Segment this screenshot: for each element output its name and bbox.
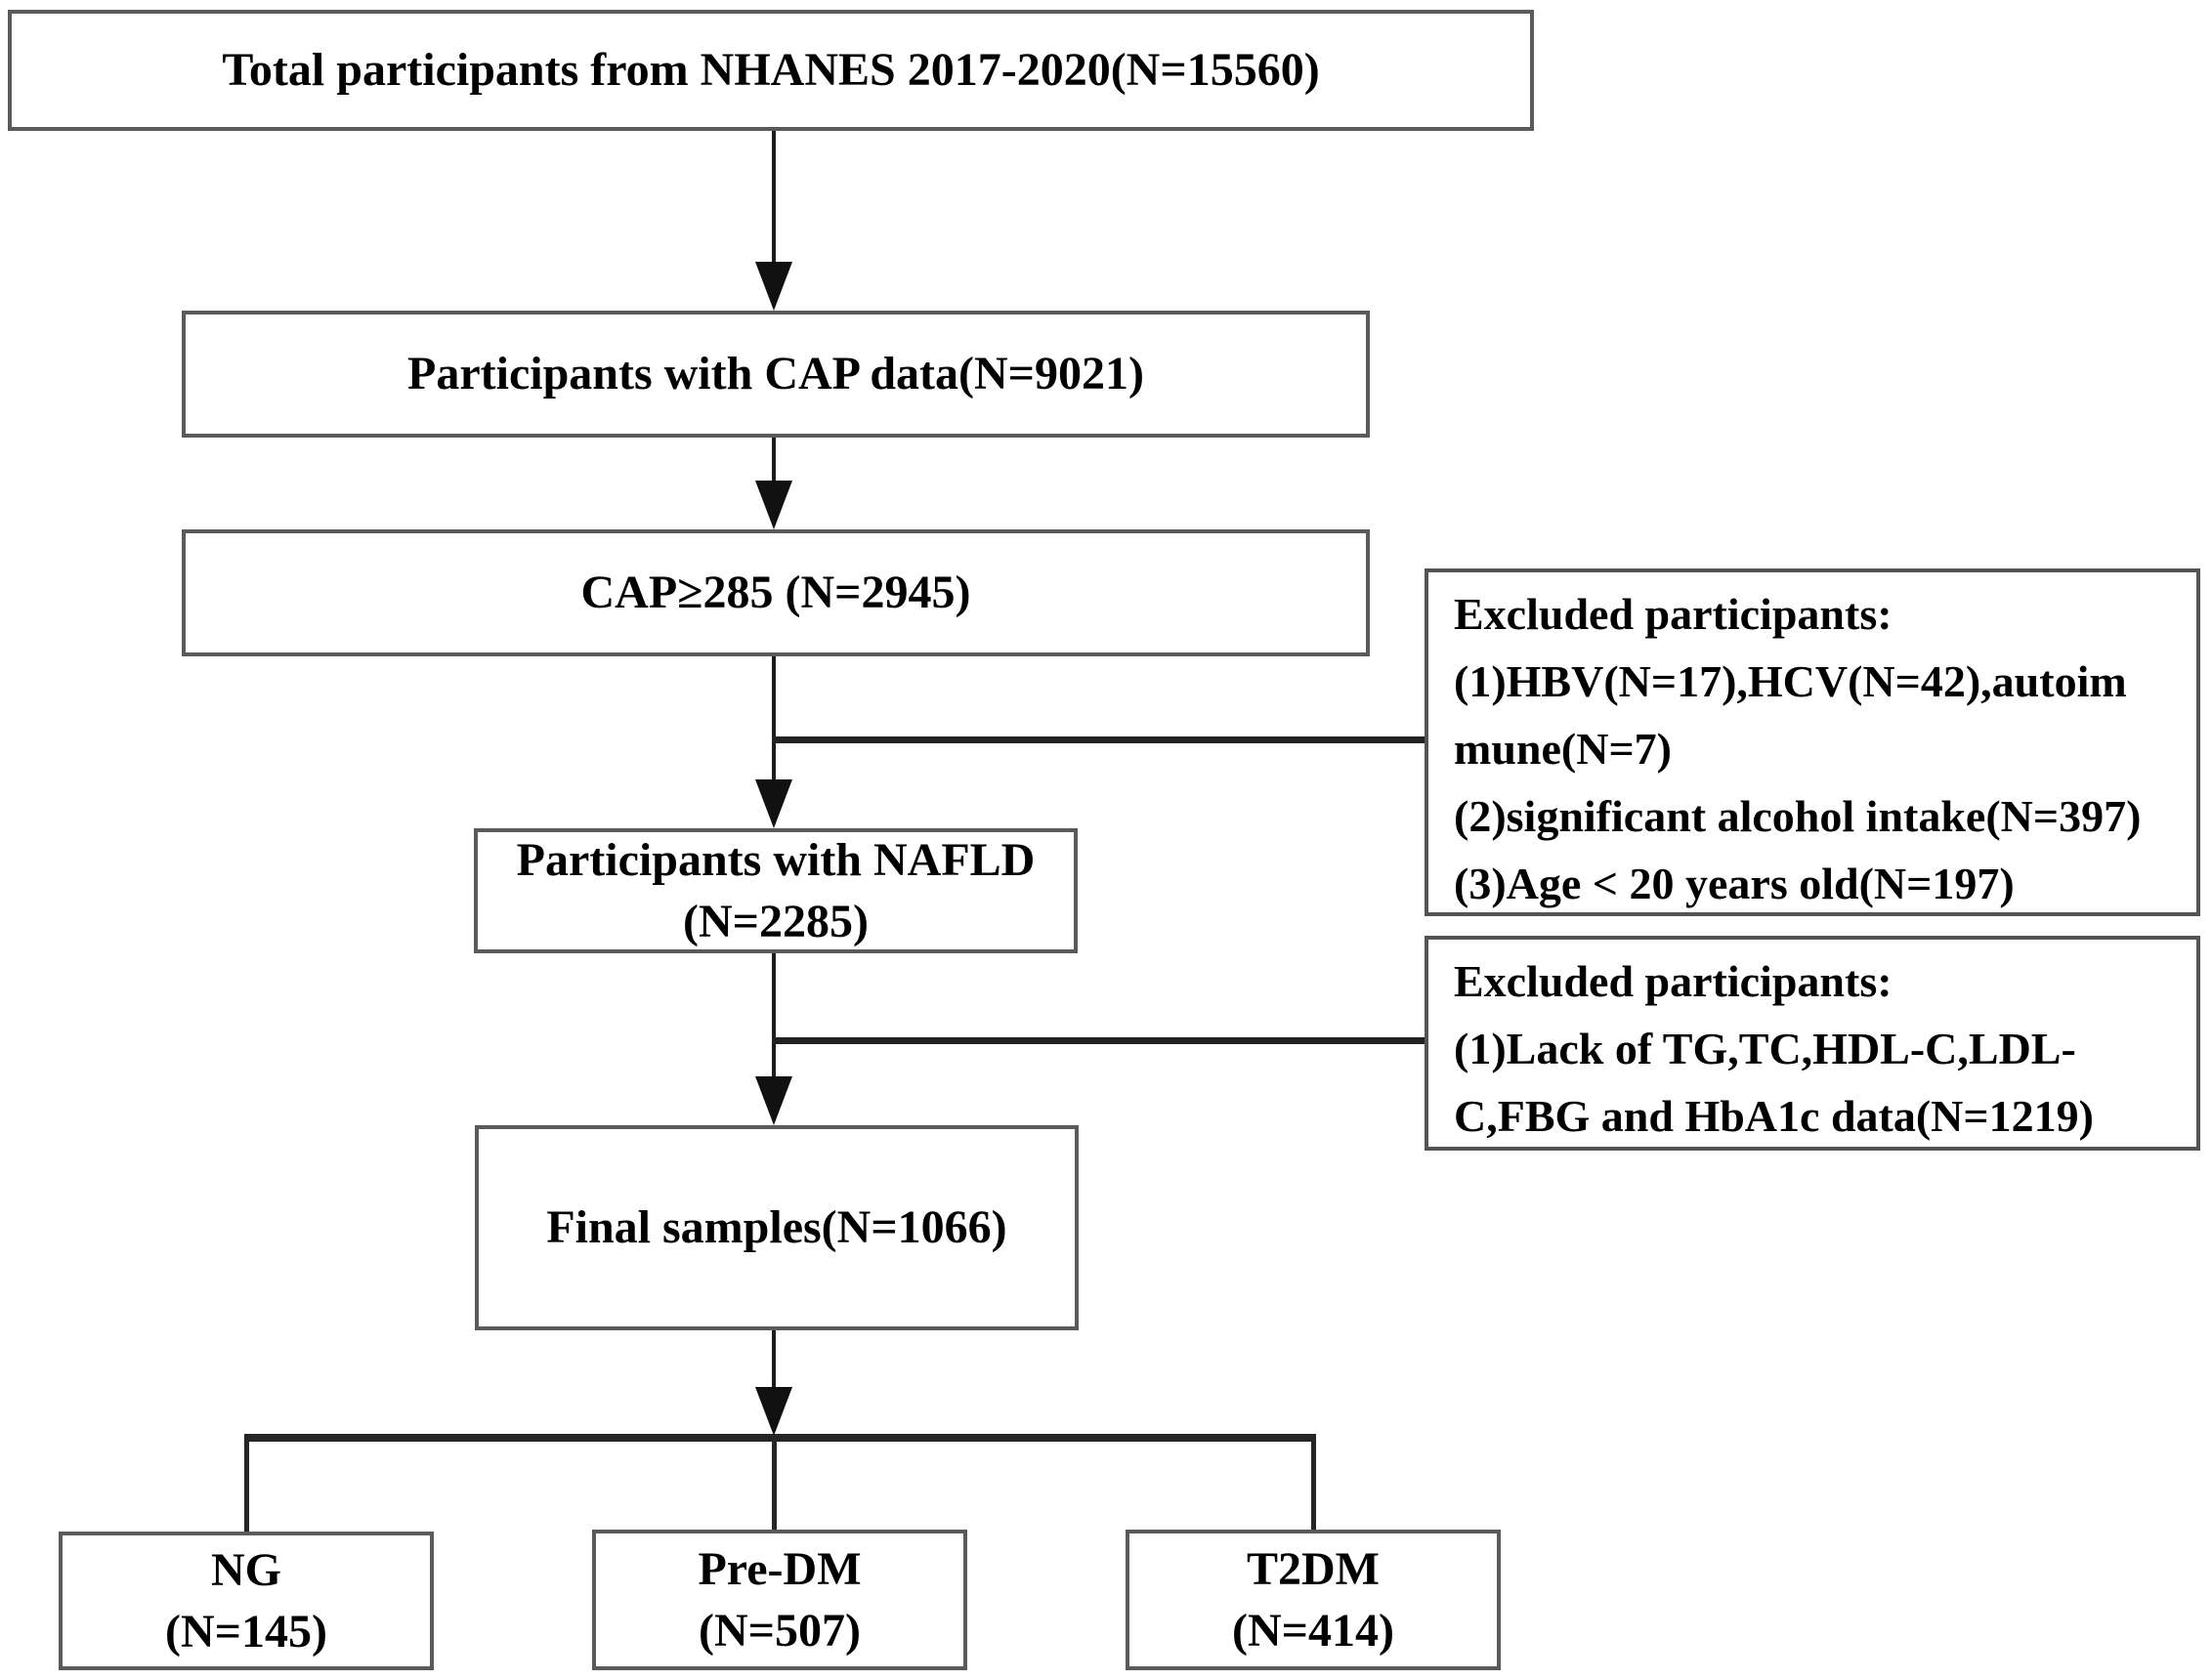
box-excluded-1: Excluded participants: (1)HBV(N=17),HCV(… <box>1425 568 2200 916</box>
connector-line-2 <box>772 438 776 484</box>
arrow-down-icon <box>755 1387 792 1436</box>
arrow-down-icon <box>755 1076 792 1125</box>
box-cap-ge-285: CAP≥285 (N=2945) <box>182 529 1370 656</box>
box-excluded-2: Excluded participants: (1)Lack of TG,TC,… <box>1425 936 2200 1151</box>
connector-line-3 <box>772 656 776 783</box>
box-pre-dm: Pre-DM (N=507) <box>592 1530 967 1670</box>
branch-line-excluded-2 <box>772 1037 1425 1044</box>
connector-line-4 <box>772 953 776 1080</box>
drop-line-ng <box>244 1434 249 1532</box>
box-total-participants: Total participants from NHANES 2017-2020… <box>8 10 1534 131</box>
drop-line-t2dm <box>1311 1434 1316 1530</box>
arrow-down-icon <box>755 779 792 828</box>
arrow-down-icon <box>755 262 792 311</box>
arrow-down-icon <box>755 481 792 529</box>
bottom-rail <box>244 1434 1316 1442</box>
box-nafld: Participants with NAFLD (N=2285) <box>474 828 1078 953</box>
branch-line-excluded-1 <box>772 736 1425 743</box>
box-final-samples: Final samples(N=1066) <box>475 1125 1079 1330</box>
connector-line-5 <box>772 1330 776 1393</box>
box-ng: NG (N=145) <box>59 1532 434 1670</box>
connector-line-1 <box>772 131 776 268</box>
box-cap-data: Participants with CAP data(N=9021) <box>182 311 1370 438</box>
box-t2dm: T2DM (N=414) <box>1126 1530 1501 1670</box>
drop-line-pre-dm <box>772 1442 777 1530</box>
